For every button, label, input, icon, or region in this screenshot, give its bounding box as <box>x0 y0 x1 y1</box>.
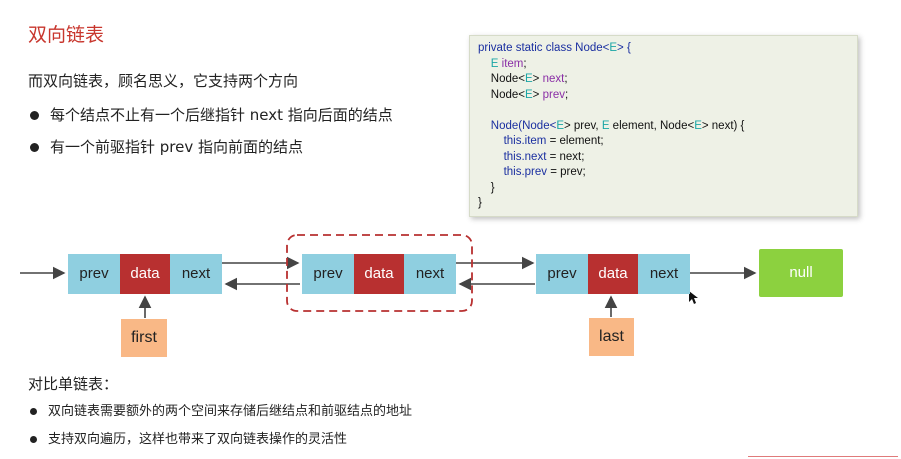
code-line: this.prev = prev; <box>503 166 586 178</box>
node2-next: next <box>404 254 456 294</box>
feature-list: 每个结点不止有一个后继指针 next 指向后面的结点 有一个前驱指针 prev … <box>28 103 393 167</box>
decorative-line <box>748 456 898 457</box>
first-pointer: first <box>121 319 167 357</box>
code-line: Node<E> next; <box>490 73 568 85</box>
compare-list: 双向链表需要额外的两个空间来存储后继结点和前驱结点的地址 支持双向遍历，这样也带… <box>28 401 412 457</box>
node2-prev: prev <box>302 254 354 294</box>
code-line: this.next = next; <box>503 150 585 163</box>
code-line: E item; <box>490 57 527 70</box>
node2-data: data <box>354 254 404 294</box>
code-line: } <box>478 197 482 209</box>
compare-heading: 对比单链表： <box>28 375 119 393</box>
node3-data: data <box>588 254 638 294</box>
node1-next: next <box>170 254 222 294</box>
list-item: 每个结点不止有一个后继指针 next 指向后面的结点 <box>28 103 393 135</box>
node3-next: next <box>638 254 690 294</box>
highlight-dashed-frame <box>286 234 473 312</box>
list-item: 双向链表需要额外的两个空间来存储后继结点和前驱结点的地址 <box>28 401 412 429</box>
list-item: 支持双向遍历，这样也带来了双向链表操作的灵活性 <box>28 429 412 457</box>
node3-prev: prev <box>536 254 588 294</box>
code-line: } <box>490 181 495 194</box>
null-node: null <box>759 249 843 297</box>
cursor-icon <box>689 291 698 304</box>
page-title: 双向链表 <box>28 24 105 46</box>
node1-prev: prev <box>68 254 120 294</box>
node1-data: data <box>120 254 170 294</box>
code-block: private static class Node<E> { E item; N… <box>469 35 858 217</box>
code-line: this.item = element; <box>503 135 604 147</box>
code-line: Node(Node<E> prev, E element, Node<E> ne… <box>490 119 745 132</box>
last-pointer: last <box>589 318 634 356</box>
list-item: 有一个前驱指针 prev 指向前面的结点 <box>28 135 393 167</box>
code-line: private static class Node<E> { <box>478 42 631 54</box>
intro-text: 而双向链表，顾名思义，它支持两个方向 <box>28 72 299 90</box>
code-line: Node<E> prev; <box>490 88 569 101</box>
